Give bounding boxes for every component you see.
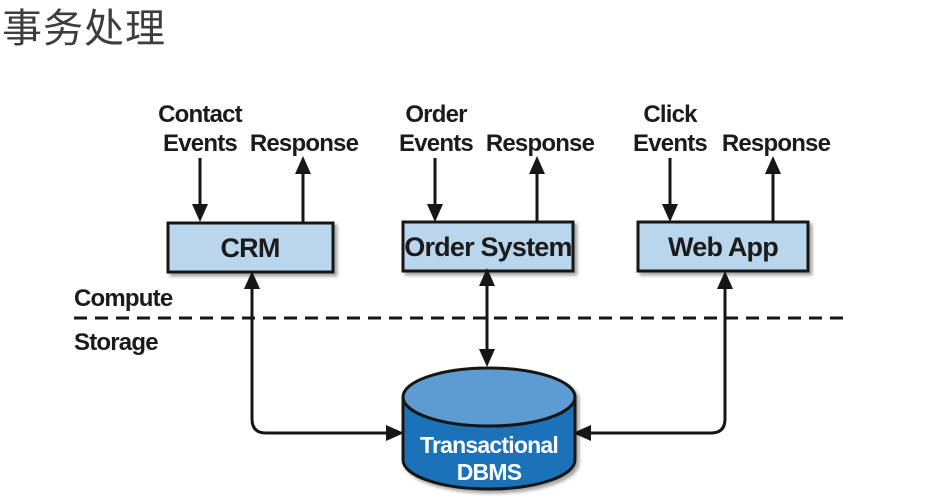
- page-title: 事务处理: [2, 7, 166, 51]
- database-cylinder-top: [401, 366, 577, 428]
- webapp-dbms-connector: [573, 271, 733, 441]
- database-cylinder: [401, 366, 577, 491]
- webapp-output-label: Response: [722, 130, 831, 157]
- compute-layer-label: Compute: [74, 285, 173, 312]
- order-system-box: [401, 220, 575, 273]
- order-output-label: Response: [486, 130, 595, 157]
- database-label-line1: Transactional: [420, 432, 558, 458]
- crm-input-label-line2: Events: [163, 130, 237, 157]
- crm-output-label: Response: [250, 130, 359, 157]
- order-input-label-line2: Events: [399, 130, 473, 157]
- order-system-box-label: Order System: [404, 232, 571, 262]
- database-label-line2: DBMS: [457, 459, 522, 485]
- crm-box-label: CRM: [220, 233, 279, 263]
- webapp-input-label-line2: Events: [633, 130, 707, 157]
- web-app-box: [636, 220, 810, 273]
- crm-dbms-connector: [244, 271, 404, 441]
- web-app-box-label: Web App: [668, 232, 778, 262]
- crm-input-label-line1: Contact: [158, 101, 243, 128]
- storage-layer-label: Storage: [74, 329, 158, 356]
- webapp-input-label-line1: Click: [643, 101, 698, 128]
- order-input-label-line1: Order: [405, 101, 467, 128]
